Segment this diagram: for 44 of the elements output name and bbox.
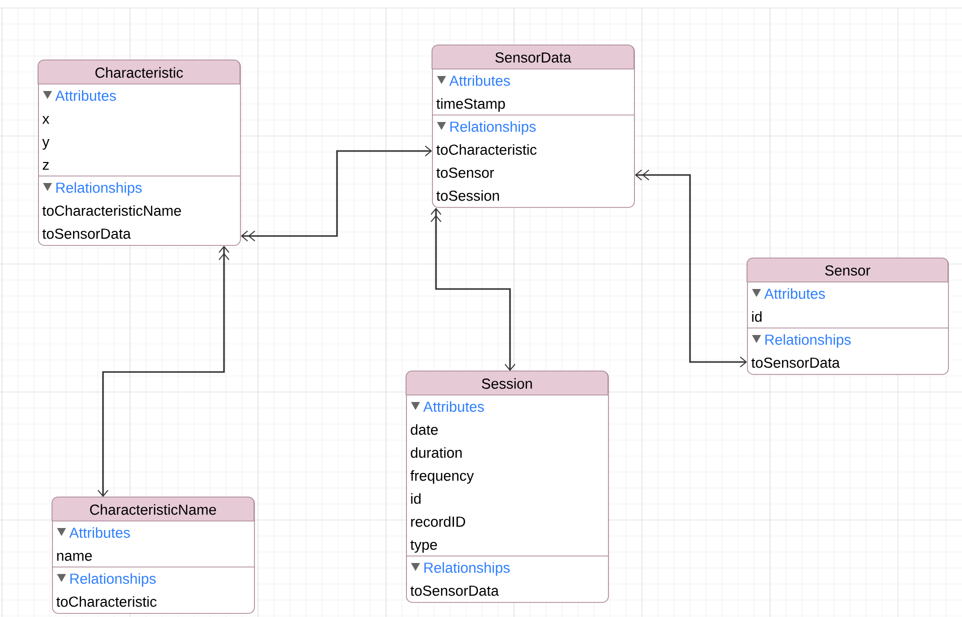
node-label: type — [410, 540, 437, 553]
node-label: duration — [410, 447, 462, 458]
relationship-arrow — [430, 208, 516, 371]
node-label: Relationships — [70, 573, 156, 587]
node-label: Relationships — [450, 121, 536, 135]
node-label: Attributes — [449, 75, 510, 86]
node-label: toCharacteristic — [56, 596, 157, 607]
node-label: y — [42, 139, 50, 150]
node-label: id — [411, 493, 421, 504]
section: Attributes date duration frequency id recordID type — [406, 394, 608, 553]
node-label: Attributes — [423, 401, 484, 412]
relationship-arrow — [240, 146, 432, 242]
node-label: toSensorData — [751, 358, 840, 368]
node-label: Attributes — [55, 90, 116, 101]
node-label: toSensor — [436, 168, 494, 178]
relationship-arrow — [98, 246, 230, 497]
section: Attributes name — [52, 520, 254, 561]
node-label: toCharacteristicName — [42, 205, 181, 216]
node-label: Relationships — [765, 334, 851, 348]
node-label: Attributes — [764, 288, 825, 299]
relationship-arrow — [634, 170, 747, 368]
node-label: toSensorData — [410, 586, 499, 596]
node-label: z — [42, 162, 49, 170]
node-label: timeStamp — [436, 98, 505, 112]
node-label: toSensorData — [42, 228, 131, 239]
node-label: x — [42, 116, 50, 124]
section: Relationships toCharacteristicName toSensorData — [38, 176, 240, 239]
node-label: Relationships — [56, 182, 142, 196]
section: Relationships toCharacteristic — [52, 566, 254, 607]
node-label: frequency — [410, 470, 474, 484]
node-label: Attributes — [69, 527, 130, 538]
node-label: toCharacteristic — [436, 144, 537, 155]
node-label: name — [57, 552, 92, 561]
section: Relationships toSensorData — [746, 328, 948, 368]
node-label: Relationships — [424, 562, 510, 576]
section: Attributes x y z — [38, 84, 240, 170]
section: Relationships toCharacteristic toSensor toSession — [432, 114, 634, 201]
node-label: toSession — [436, 190, 499, 201]
section: Attributes id — [746, 282, 948, 322]
node-label: date — [410, 424, 438, 435]
node-label: recordID — [411, 516, 466, 527]
node-label: id — [752, 311, 762, 322]
section: Attributes timeStamp — [432, 68, 634, 112]
section: Relationships toSensorData — [406, 556, 608, 596]
